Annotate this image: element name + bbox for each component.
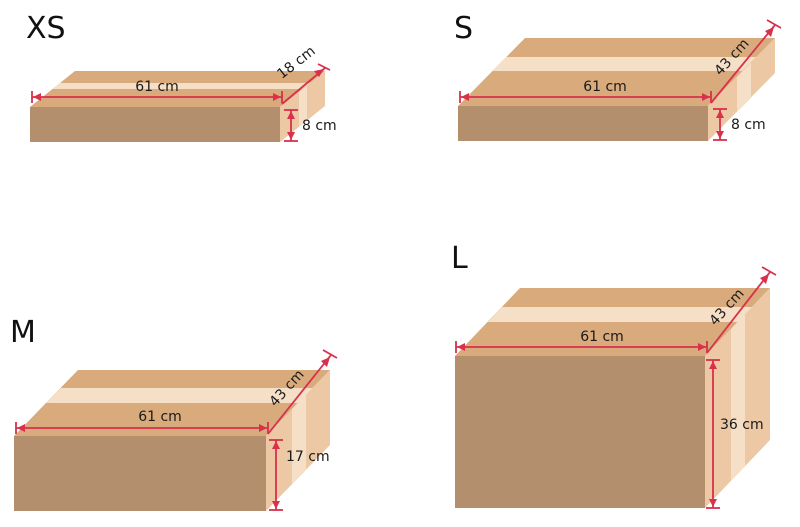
box-s-top <box>458 38 775 106</box>
box-m-size-label: M <box>10 315 36 350</box>
box-xs-height-label: 8 cm <box>302 118 337 134</box>
box-m-tape-side <box>292 394 306 484</box>
box-m-height-arrow-bottom <box>272 501 280 509</box>
box-l-tape-top <box>488 307 752 322</box>
box-xs-depth-arrow <box>314 69 324 77</box>
box-l-depth-line <box>706 271 771 354</box>
box-s-height-arrow-bottom <box>716 131 724 139</box>
box-l-length-label: 61 cm <box>580 329 624 345</box>
box-l-tape-side <box>731 314 745 481</box>
box-m-depth-tick <box>322 349 338 359</box>
box-l-dimensions <box>455 266 777 509</box>
box-s-length-label: 61 cm <box>583 79 627 95</box>
box-l-depth-tick <box>761 266 777 276</box>
box-l-group: L 61 cm 43 cm 36 cm <box>451 241 777 509</box>
box-s-depth-line <box>710 24 776 104</box>
box-xs-length-arrow-left <box>33 93 41 101</box>
box-l-length-arrow-left <box>457 343 465 351</box>
box-xs-depth-tick <box>317 63 331 71</box>
box-xs-front <box>30 107 280 142</box>
box-xs-group: XS 61 cm 18 cm 8 cm <box>26 11 337 142</box>
box-l <box>455 288 770 508</box>
box-s-size-label: S <box>454 11 473 46</box>
box-s-tape-top <box>492 57 756 71</box>
box-m-dimensions <box>15 349 338 511</box>
box-m <box>14 370 330 511</box>
box-s-tape-side <box>737 63 751 112</box>
box-s-depth-arrow <box>765 27 774 37</box>
box-s-length-arrow-right <box>702 93 710 101</box>
box-s-height-label: 8 cm <box>731 117 766 133</box>
box-m-front <box>14 436 266 511</box>
box-m-length-arrow-left <box>17 424 25 432</box>
box-xs-tape-side <box>299 86 307 127</box>
box-m-length-arrow-right <box>259 424 267 432</box>
box-xs-length-arrow-right <box>273 93 281 101</box>
box-s-length-arrow-left <box>461 93 469 101</box>
box-xs-length-label: 61 cm <box>135 79 179 95</box>
box-xs-tape-top <box>52 83 310 89</box>
box-s-depth-tick <box>766 19 782 29</box>
box-l-depth-arrow <box>760 274 769 284</box>
box-m-height-label: 17 cm <box>286 449 330 465</box>
box-s-front <box>458 106 708 141</box>
box-s-height-arrow-top <box>716 110 724 118</box>
box-s-group: S 61 cm 43 cm 8 cm <box>454 11 782 141</box>
box-s-dimensions <box>459 19 782 141</box>
box-xs-height-arrow-top <box>287 111 295 119</box>
box-m-group: M 61 cm 43 cm 17 cm <box>10 315 338 511</box>
box-l-front <box>455 356 705 508</box>
box-m-height-arrow-top <box>272 441 280 449</box>
box-m-length-label: 61 cm <box>138 409 182 425</box>
box-l-height-label: 36 cm <box>720 417 764 433</box>
box-m-tape-top <box>46 388 313 403</box>
box-xs-size-label: XS <box>26 11 66 46</box>
box-m-depth-arrow <box>321 357 330 367</box>
box-xs-dimensions <box>31 63 331 142</box>
box-s <box>458 38 775 141</box>
box-l-length-arrow-right <box>698 343 706 351</box>
box-m-depth-line <box>267 354 332 435</box>
box-l-size-label: L <box>451 241 468 276</box>
box-xs-height-arrow-bottom <box>287 132 295 140</box>
box-l-height-arrow-bottom <box>709 499 717 507</box>
box-l-height-arrow-top <box>709 361 717 369</box>
